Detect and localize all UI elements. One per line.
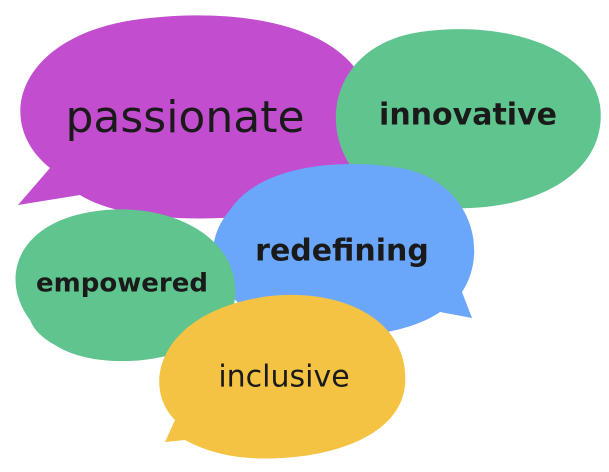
- bubble-passionate-shape: [18, 15, 373, 219]
- bubble-innovative-label: innovative: [379, 98, 557, 133]
- bubble-empowered-shape: [15, 209, 236, 362]
- bubble-innovative: innovative: [335, 29, 601, 209]
- bubble-redefining-label: redefining: [255, 234, 429, 269]
- bubble-empowered-label: empowered: [36, 269, 208, 299]
- bubble-inclusive: inclusive: [159, 294, 406, 459]
- bubble-redefining-shape: [213, 164, 475, 336]
- bubble-empowered: empowered: [15, 209, 236, 362]
- bubble-innovative-shape: [335, 29, 601, 209]
- bubble-inclusive-shape: [159, 294, 406, 459]
- bubble-inclusive-label: inclusive: [218, 360, 349, 395]
- bubble-passionate-label: passionate: [65, 92, 304, 143]
- bubble-redefining: redefining: [213, 164, 475, 336]
- bubble-passionate: passionate: [18, 15, 373, 219]
